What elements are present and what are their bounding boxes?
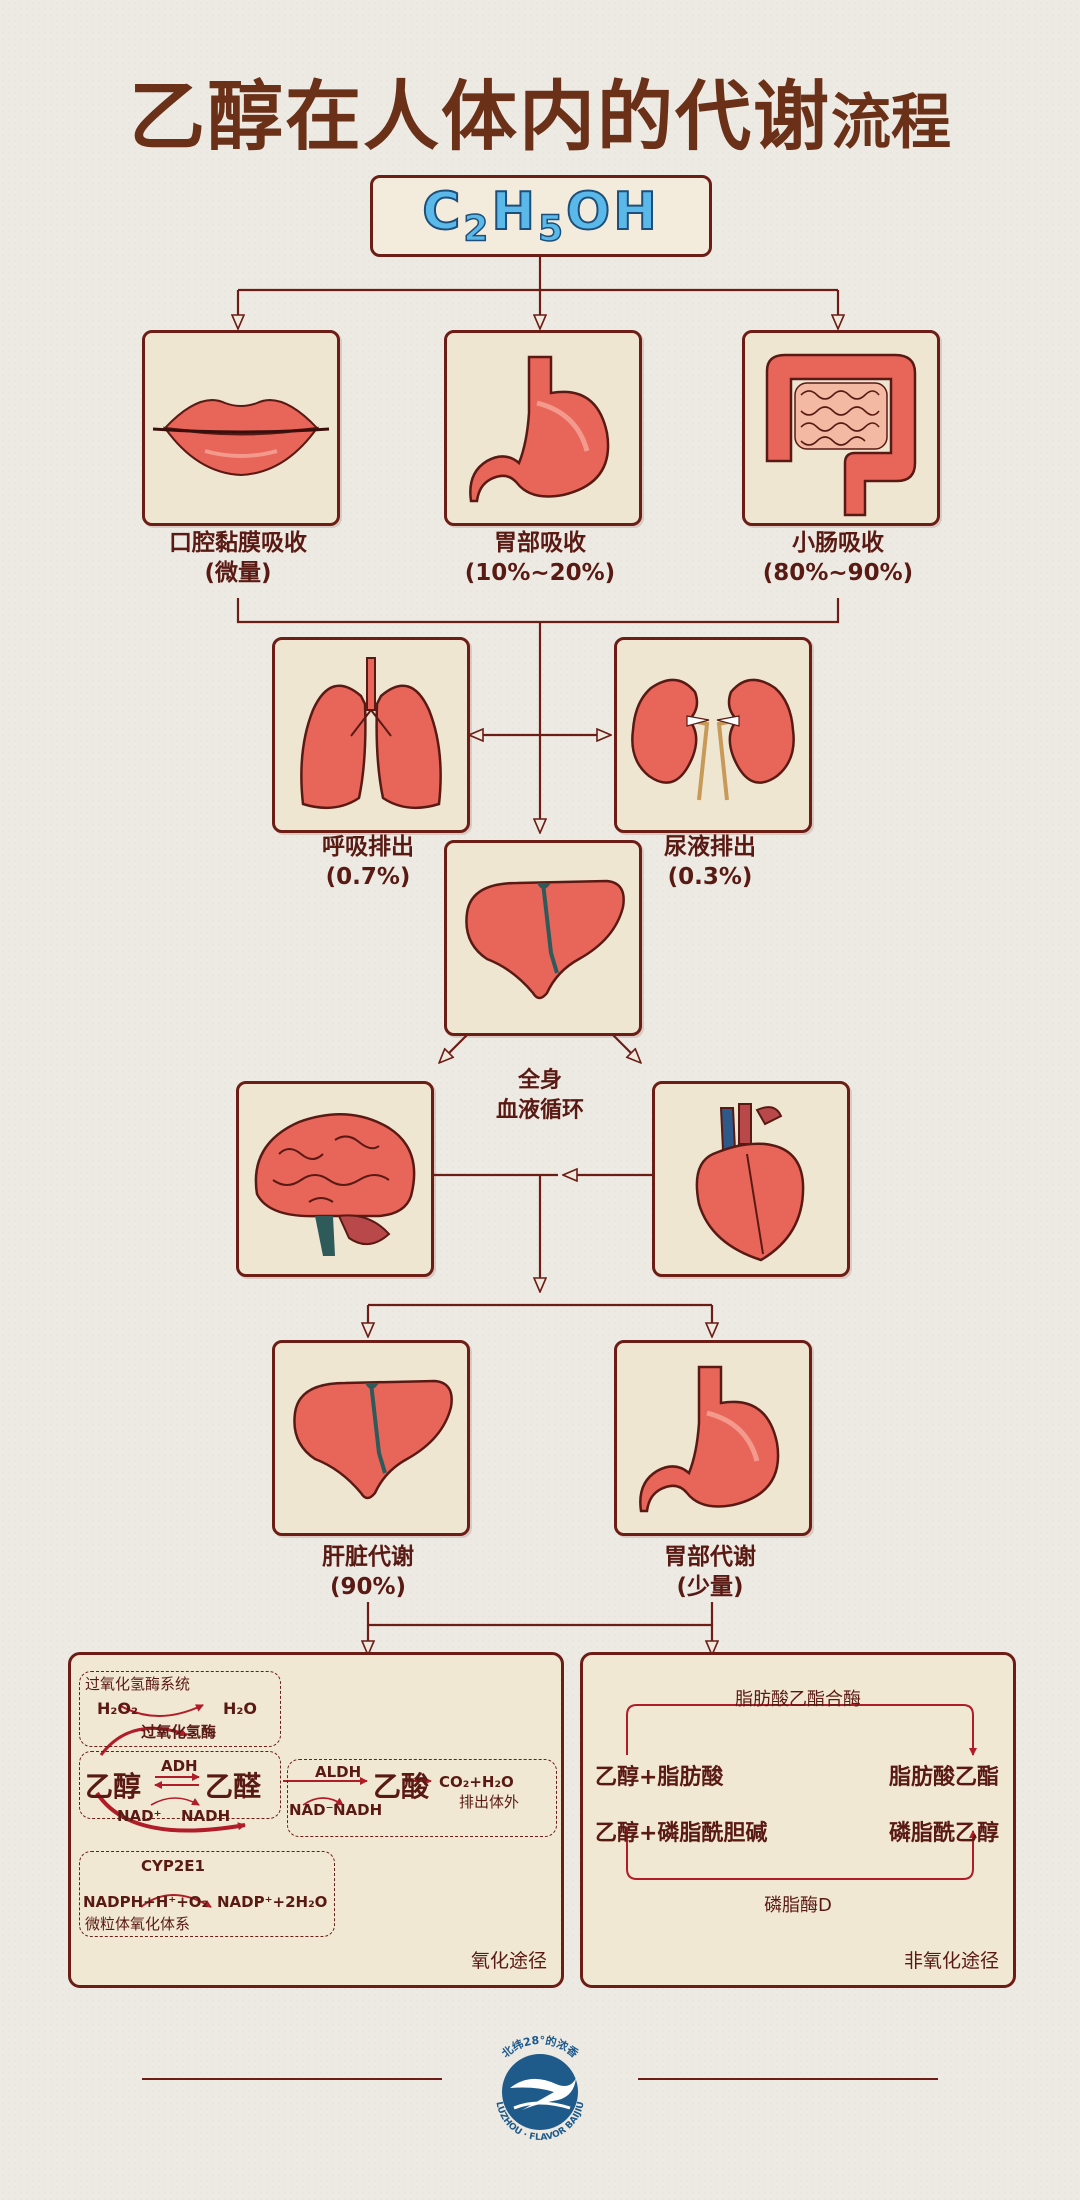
nad-plus-label: NAD⁺ <box>117 1807 162 1825</box>
kidneys-icon <box>631 678 795 801</box>
metabolism-stomach-card <box>614 1340 812 1536</box>
ethanol-fatty-acid-label: 乙醇+脂肪酸 <box>595 1765 724 1790</box>
cyp-label: CYP2E1 <box>141 1857 205 1875</box>
co2-h2o-label: CO₂+H₂O <box>439 1773 514 1791</box>
intestine-icon <box>765 353 917 517</box>
ethanol-formula: C2H5OH <box>421 181 660 250</box>
lungs-label: 呼吸排出(0.7%) <box>322 834 414 890</box>
intestine-card <box>742 330 940 526</box>
microsomal-label: 微粒体氧化体系 <box>85 1915 191 1933</box>
catalase-enzyme-label: 过氧化氢酶 <box>141 1723 217 1741</box>
page-title: 乙醇在人体内的代谢流程 <box>0 55 1080 165</box>
stomach-label: 胃部吸收(10%~20%) <box>464 530 616 586</box>
nad-minus-label: NAD⁻ <box>289 1801 334 1819</box>
stomach-icon <box>469 355 610 503</box>
seal-icon: 北纬28°的浓香 LUZHOU · FLAVOR BAIJIU <box>493 2033 586 2143</box>
excrete-label: 排出体外 <box>459 1793 520 1811</box>
adh-label: ADH <box>161 1757 198 1775</box>
microsomal-box <box>79 1851 335 1937</box>
h2o-label: H₂O <box>223 1699 257 1718</box>
phosphatidylethanol-label: 磷脂酰乙醇 <box>888 1821 999 1846</box>
stomach-metabolism-label: 胃部代谢(少量) <box>664 1544 756 1600</box>
stomach-card <box>444 330 642 526</box>
nadh-label: NADH <box>181 1807 231 1825</box>
nonoxidative-arrows <box>626 1704 977 1880</box>
liver-icon <box>465 879 625 1000</box>
adh-box <box>79 1751 281 1819</box>
footer-divider-left <box>142 2078 442 2080</box>
title-main: 乙醇在人体内的代谢 <box>129 72 831 161</box>
fatty-acid-ethyl-ester-label: 脂肪酸乙酯 <box>888 1765 999 1790</box>
lips-icon <box>152 399 330 477</box>
oxidative-footer: 氧化途径 <box>470 1950 547 1972</box>
oxidative-arrows <box>95 1704 432 1908</box>
nadp-label: NADP⁺+2H₂O <box>217 1893 328 1911</box>
metabolism-liver-card <box>272 1340 470 1536</box>
heart-card <box>652 1081 850 1277</box>
lungs-icon <box>300 657 442 810</box>
mouth-card <box>142 330 340 526</box>
kidneys-card <box>614 637 812 833</box>
brand-logo: 北纬28°的浓香 LUZHOU · FLAVOR BAIJIU <box>478 2030 602 2154</box>
enzyme2-label: 磷脂酶D <box>764 1895 832 1916</box>
footer-divider-right <box>638 2078 938 2080</box>
circulation-label: 全身血液循环 <box>495 1068 584 1123</box>
nonoxidative-footer: 非氧化途径 <box>903 1950 999 1972</box>
liver-icon <box>293 1379 453 1500</box>
mouth-label: 口腔黏膜吸收(微量) <box>169 530 307 586</box>
kidneys-label: 尿液排出(0.3%) <box>664 834 756 890</box>
acetaldehyde-label: 乙醛 <box>205 1770 262 1803</box>
nadph-label: NADPH+H⁺+O₂ <box>83 1893 209 1911</box>
ethanol-formula-box: C2H5OH <box>370 175 712 257</box>
lungs-card <box>272 637 470 833</box>
catalase-system-label: 过氧化氢酶系统 <box>85 1675 191 1693</box>
enzyme1-label: 脂肪酸乙酯合酶 <box>735 1689 861 1710</box>
acetic-acid-label: 乙酸 <box>373 1770 430 1803</box>
liver-card <box>444 840 642 1036</box>
ethanol-phosphatidylcholine-label: 乙醇+磷脂酰胆碱 <box>595 1821 768 1846</box>
aldh-label: ALDH <box>315 1763 362 1781</box>
brain-card <box>236 1081 434 1277</box>
aldh-box <box>287 1759 557 1837</box>
brain-icon <box>254 1113 416 1256</box>
h2o2-label: H₂O₂ <box>97 1699 139 1718</box>
nonoxidative-pathway-panel: 脂肪酸乙酯合酶 乙醇+脂肪酸 脂肪酸乙酯 乙醇+磷脂酰胆碱 磷脂酰乙醇 磷脂酶D… <box>580 1652 1016 1988</box>
heart-icon <box>695 1103 805 1262</box>
catalase-system-box <box>79 1671 281 1747</box>
stomach-icon <box>639 1365 780 1513</box>
intestine-label: 小肠吸收(80%~90%) <box>762 530 914 586</box>
nadh-aldh-label: NADH <box>333 1801 383 1819</box>
title-suffix: 流程 <box>831 88 951 158</box>
ethanol-label: 乙醇 <box>85 1770 142 1803</box>
oxidative-pathway-panel: 过氧化氢酶系统 H₂O₂ H₂O 过氧化氢酶 乙醇 乙醛 ADH NAD⁺ NA… <box>68 1652 564 1988</box>
liver-metabolism-label: 肝脏代谢(90%) <box>322 1544 414 1600</box>
